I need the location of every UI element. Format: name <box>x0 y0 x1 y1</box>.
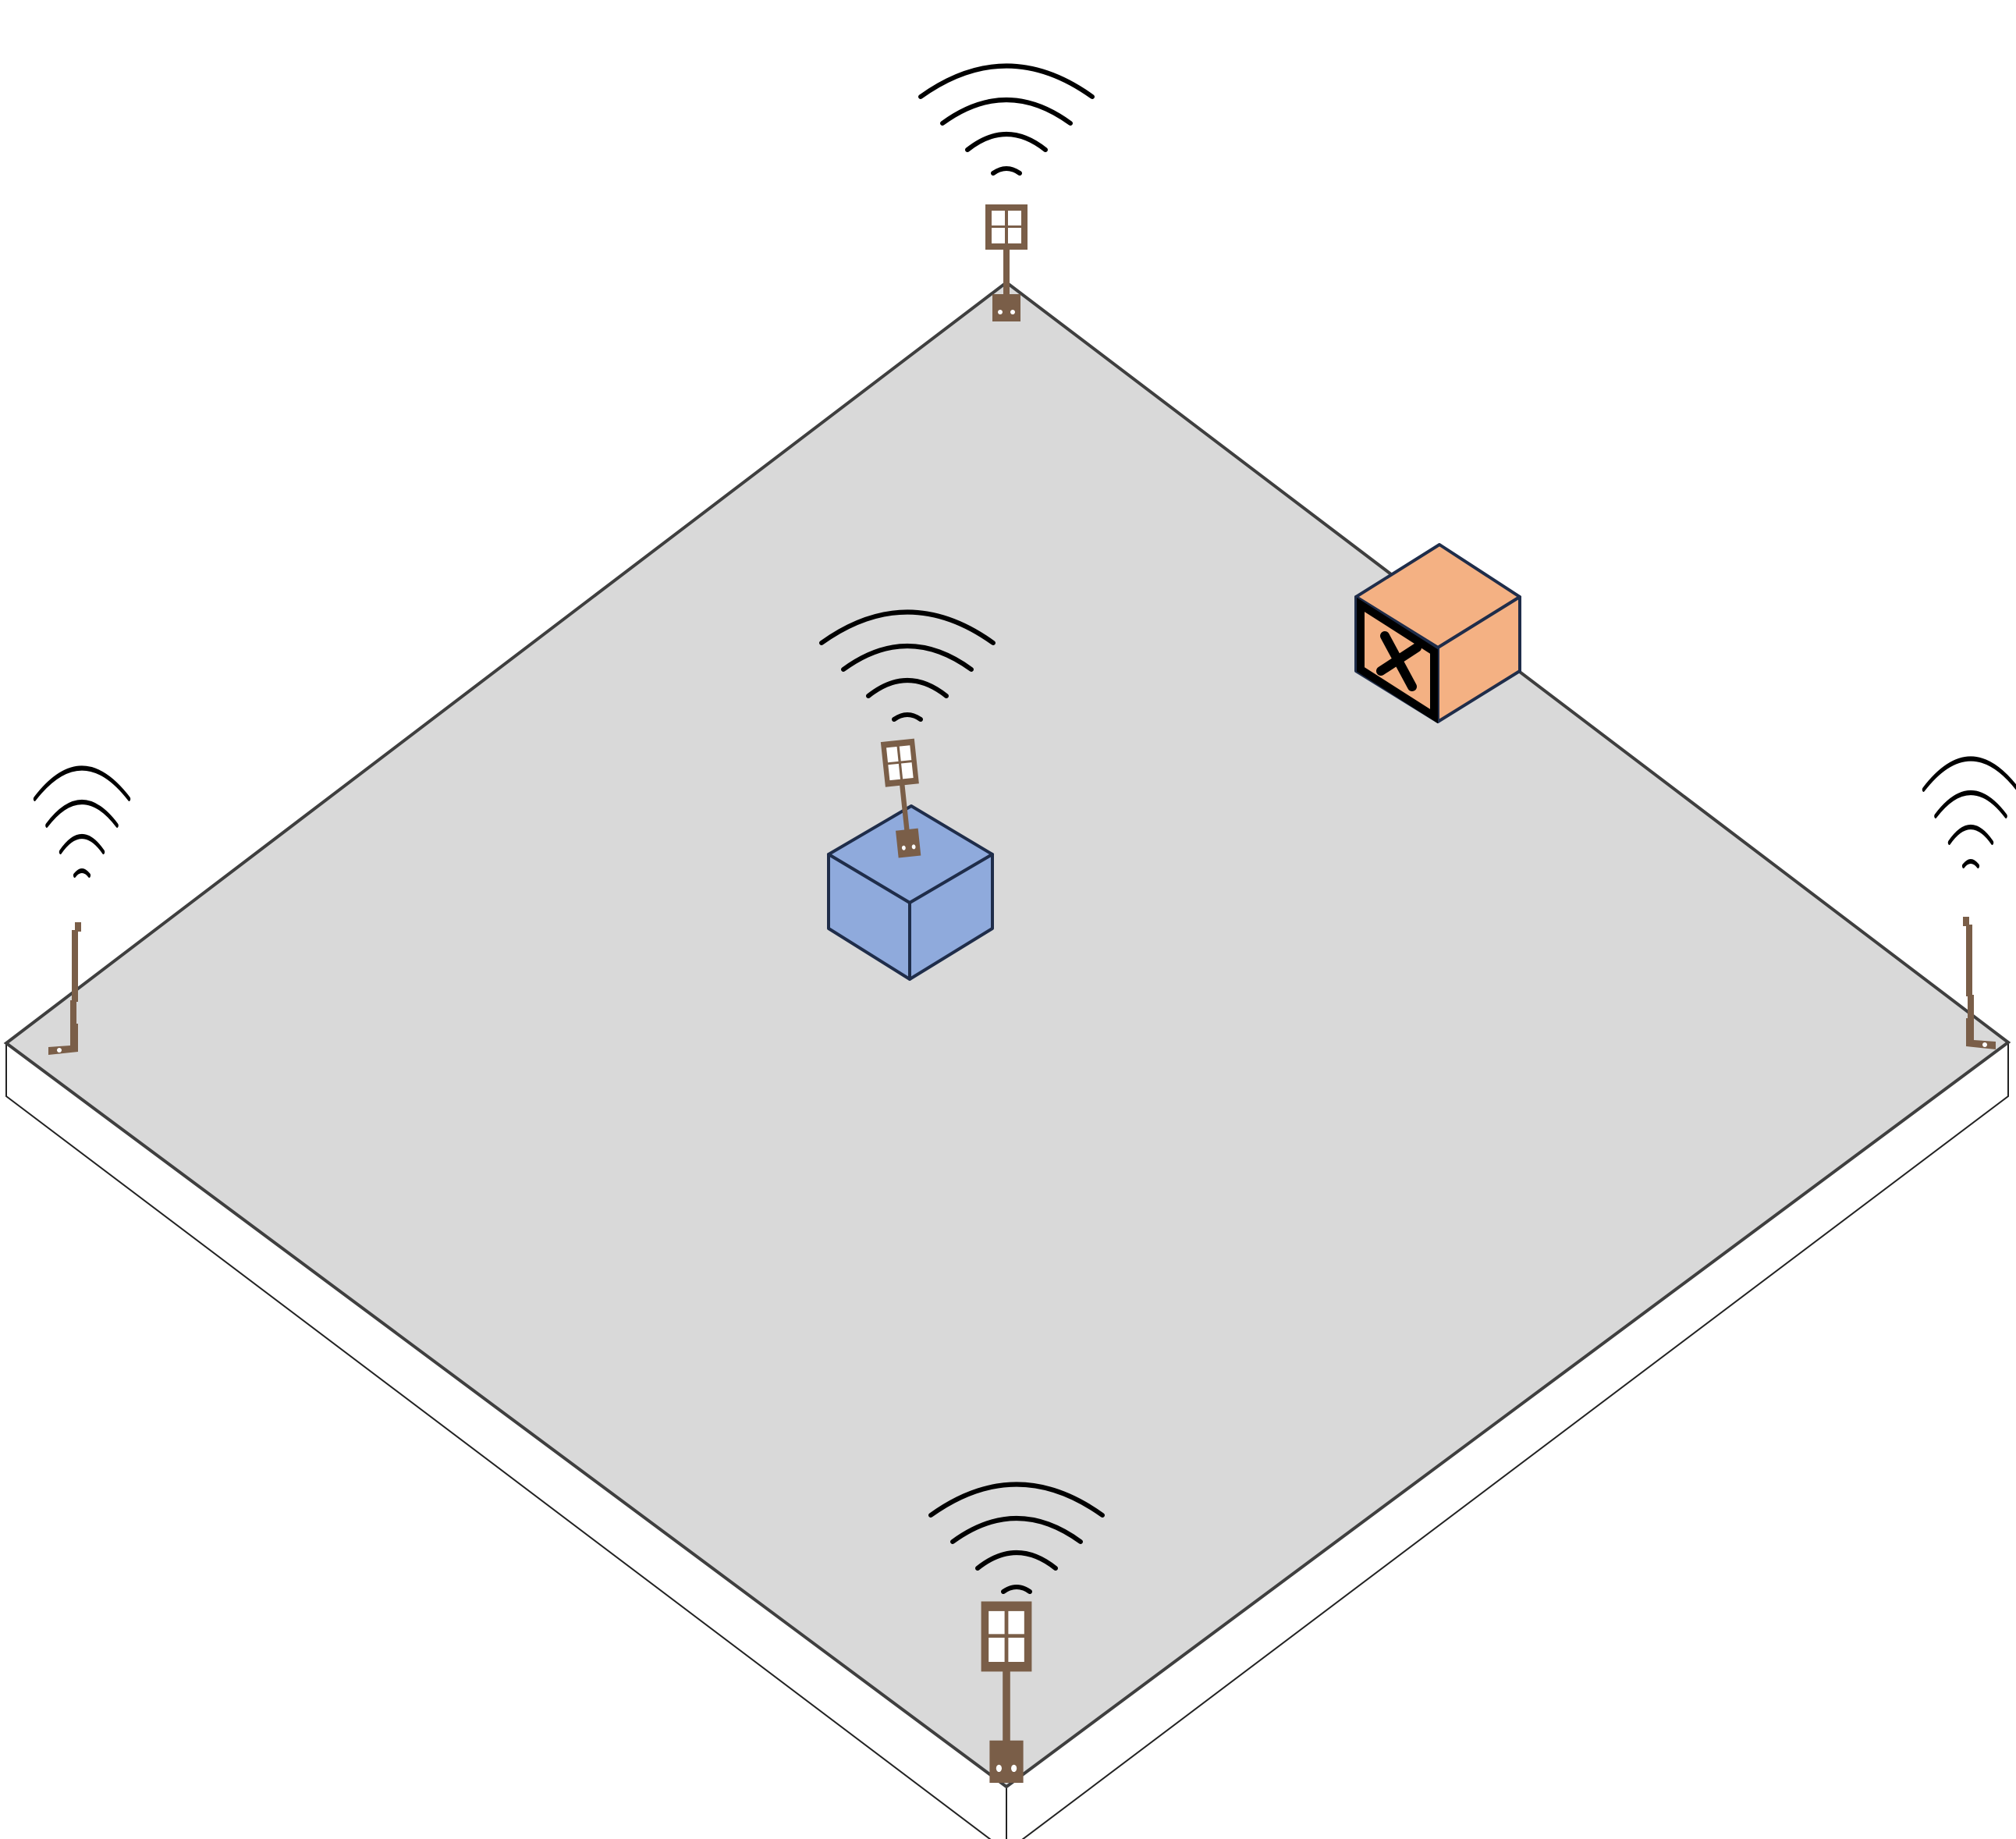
blocked-device-cube <box>1354 543 1521 724</box>
receiver-cube <box>822 612 993 981</box>
wifi-waves-icon <box>921 66 1092 174</box>
wifi-waves-icon <box>35 769 130 876</box>
floor-surface <box>3 280 2011 1789</box>
anchor-top <box>921 66 1092 321</box>
cross-icon <box>1357 597 1438 724</box>
wifi-waves-icon <box>1924 759 2016 867</box>
